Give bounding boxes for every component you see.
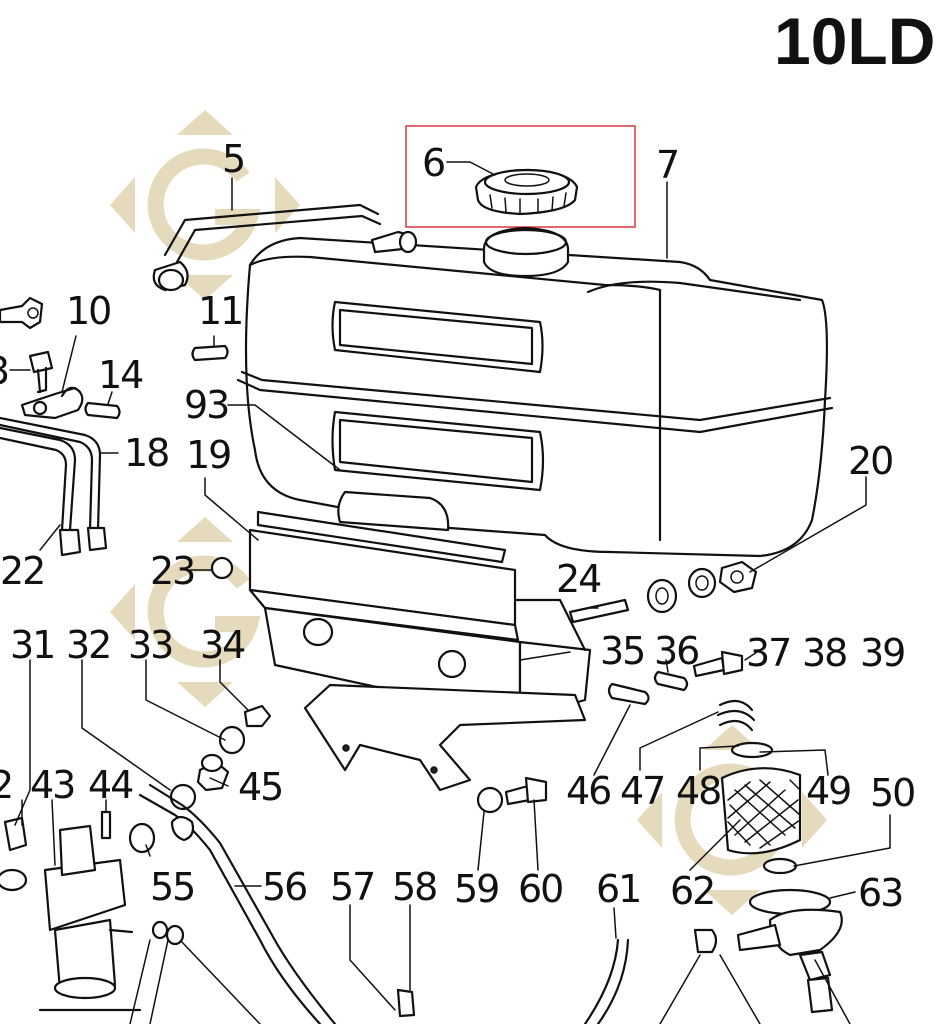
callout-38[interactable]: 38 bbox=[802, 631, 848, 675]
callout-18[interactable]: 18 bbox=[124, 431, 170, 475]
callout-46[interactable]: 46 bbox=[566, 769, 612, 813]
callout-47[interactable]: 47 bbox=[620, 769, 666, 813]
callout-59[interactable]: 59 bbox=[454, 867, 500, 911]
part-filter-spring-47[interactable] bbox=[716, 699, 756, 732]
callout-48[interactable]: 48 bbox=[676, 769, 722, 813]
part-pin-14[interactable] bbox=[84, 401, 121, 420]
part-washer-37[interactable] bbox=[646, 578, 678, 614]
part-o-ring-50[interactable] bbox=[762, 857, 798, 875]
callout-42[interactable]: 2 bbox=[0, 763, 14, 807]
part-stud-24[interactable] bbox=[568, 598, 630, 624]
part-filter-48[interactable] bbox=[730, 741, 774, 759]
callout-61[interactable]: 61 bbox=[596, 867, 642, 911]
part-washer-38[interactable] bbox=[687, 567, 717, 599]
callout-11[interactable]: 11 bbox=[198, 289, 244, 333]
callout-44[interactable]: 44 bbox=[88, 763, 135, 807]
part-pin-36[interactable] bbox=[653, 670, 689, 692]
callout-63[interactable]: 63 bbox=[858, 871, 904, 915]
callout-45[interactable]: 45 bbox=[238, 765, 284, 809]
part-nut-39[interactable] bbox=[718, 560, 758, 594]
highlight-box-part-6 bbox=[405, 125, 636, 228]
callout-13[interactable]: 3 bbox=[0, 349, 10, 393]
part-pin-11[interactable] bbox=[191, 344, 229, 362]
callout-numbers: 5 6 7 10 11 3 14 93 19 18 20 22 23 24 31… bbox=[0, 137, 916, 915]
part-vent-pipe[interactable] bbox=[152, 203, 382, 292]
part-tank-bracket[interactable] bbox=[248, 510, 592, 792]
callout-34[interactable]: 34 bbox=[200, 623, 247, 667]
callout-5[interactable]: 5 bbox=[222, 137, 246, 181]
callout-24[interactable]: 24 bbox=[556, 557, 603, 601]
small-rings[interactable] bbox=[151, 920, 185, 946]
callout-10[interactable]: 10 bbox=[66, 289, 112, 333]
callout-55[interactable]: 55 bbox=[150, 865, 196, 909]
part-washer-55[interactable] bbox=[128, 822, 156, 854]
part-fuel-hose-56[interactable] bbox=[138, 783, 337, 1024]
part-clamp-10[interactable] bbox=[20, 386, 84, 420]
callout-19[interactable]: 19 bbox=[186, 433, 232, 477]
callout-39[interactable]: 39 bbox=[860, 631, 906, 675]
callout-31[interactable]: 31 bbox=[10, 623, 56, 667]
part-tank-pad[interactable] bbox=[337, 490, 450, 532]
part-filler-cap[interactable] bbox=[474, 168, 579, 216]
part-filter-element-62[interactable] bbox=[720, 767, 802, 855]
model-title: 10LD bbox=[774, 4, 935, 78]
callout-20[interactable]: 20 bbox=[848, 439, 894, 483]
callout-22[interactable]: 22 bbox=[0, 549, 46, 593]
callout-58[interactable]: 58 bbox=[392, 865, 438, 909]
callout-93[interactable]: 93 bbox=[184, 383, 230, 427]
part-bolt-13[interactable] bbox=[28, 350, 54, 394]
part-bolt-60[interactable] bbox=[504, 776, 548, 806]
callout-37[interactable]: 37 bbox=[746, 631, 792, 675]
part-screw-58[interactable] bbox=[396, 988, 416, 1018]
part-screw-37[interactable] bbox=[692, 650, 744, 678]
part-banjo-bolt[interactable] bbox=[0, 296, 44, 330]
part-washer-23[interactable] bbox=[210, 556, 234, 580]
callout-23[interactable]: 23 bbox=[150, 549, 196, 593]
callout-36[interactable]: 36 bbox=[654, 629, 700, 673]
callout-7[interactable]: 7 bbox=[656, 143, 680, 187]
callout-14[interactable]: 14 bbox=[98, 353, 145, 397]
part-fuel-tank[interactable] bbox=[236, 226, 834, 558]
callout-33[interactable]: 33 bbox=[128, 623, 174, 667]
part-pin-44[interactable] bbox=[100, 810, 112, 840]
part-fuel-pipes[interactable] bbox=[0, 416, 108, 557]
part-hose-61[interactable] bbox=[583, 928, 718, 1024]
callout-50[interactable]: 50 bbox=[870, 771, 916, 815]
callout-60[interactable]: 60 bbox=[518, 867, 564, 911]
callout-35[interactable]: 35 bbox=[600, 629, 646, 673]
callout-56[interactable]: 56 bbox=[262, 865, 308, 909]
callout-62[interactable]: 62 bbox=[670, 869, 716, 913]
callout-49[interactable]: 49 bbox=[806, 769, 852, 813]
part-nut-59[interactable] bbox=[476, 786, 504, 814]
callout-57[interactable]: 57 bbox=[330, 865, 376, 909]
part-pin-46[interactable] bbox=[607, 682, 650, 706]
callout-6[interactable]: 6 bbox=[422, 141, 446, 185]
leader-lines bbox=[9, 161, 891, 1024]
part-filter-bowl[interactable] bbox=[736, 908, 843, 1014]
callout-32[interactable]: 32 bbox=[66, 623, 112, 667]
callout-43[interactable]: 43 bbox=[30, 763, 76, 807]
part-feed-pump[interactable] bbox=[0, 816, 142, 1012]
watermark-logo-icon bbox=[110, 110, 300, 300]
